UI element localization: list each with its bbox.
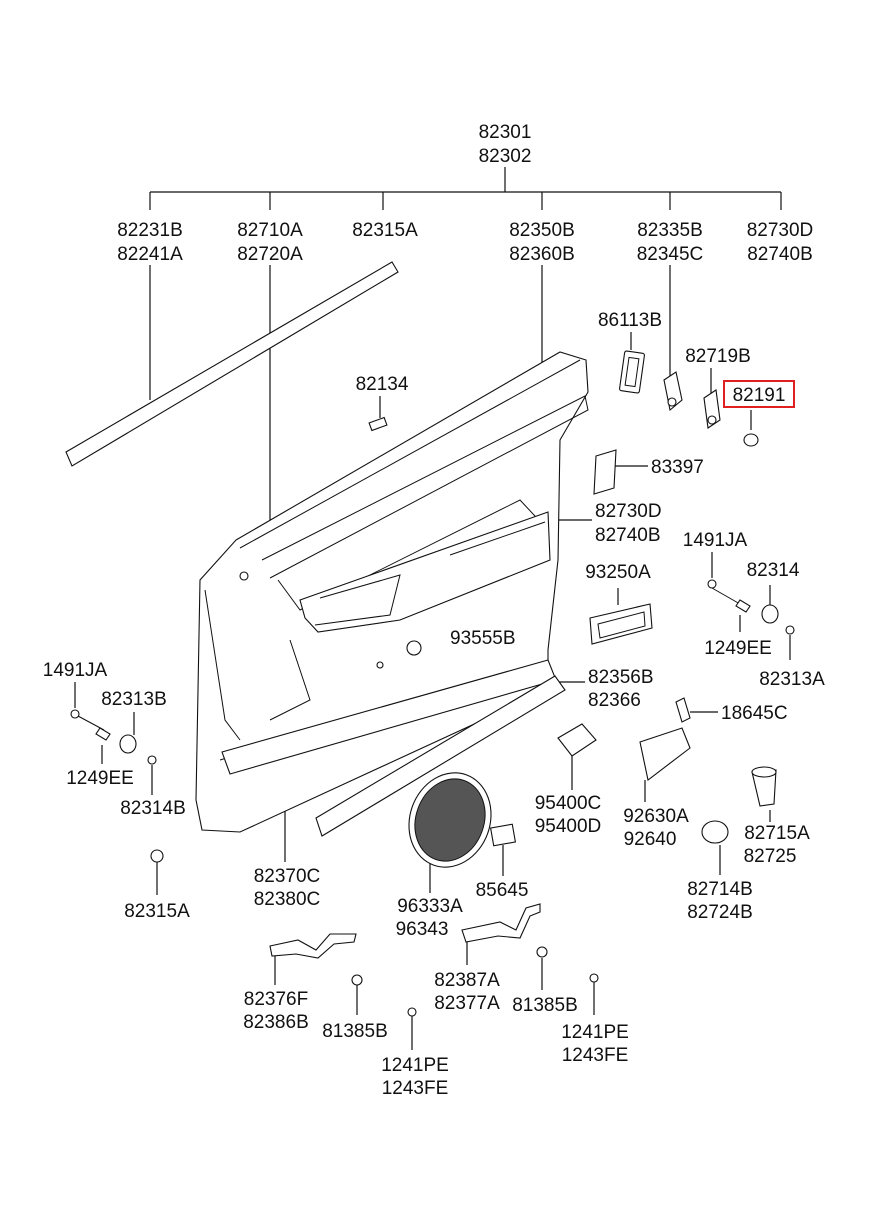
- part-label: 82719B: [685, 346, 751, 367]
- part-label: 82740B: [595, 525, 661, 546]
- door-trim-panel-drawing: [65, 261, 795, 1017]
- part-label: 95400D: [535, 816, 602, 837]
- part-label: 93250A: [585, 562, 651, 583]
- assembly-part-number: 82302: [479, 146, 532, 167]
- part-label: 82356B: [588, 667, 654, 688]
- part-label: 81385B: [322, 1021, 388, 1042]
- part-label: 82314: [747, 560, 800, 581]
- part-label: 82231B: [117, 220, 183, 241]
- part-label: 82387A: [434, 970, 500, 991]
- part-label: 82710A: [237, 220, 303, 241]
- part-label: 1491JA: [683, 530, 748, 551]
- highlight-box: [723, 380, 795, 408]
- patch-83397: [593, 449, 617, 495]
- part-label: 82725: [744, 846, 797, 867]
- part-label: 82386B: [243, 1012, 309, 1033]
- part-label: 82714B: [687, 879, 753, 900]
- part-label: 82730D: [747, 220, 814, 241]
- courtesy-lamp-lens: [639, 727, 691, 781]
- part-number-labels: 82301 82302 82231B 82241A 82710A 82720A …: [43, 122, 825, 1099]
- part-label: 81385B: [512, 995, 578, 1016]
- part-label: 82335B: [637, 220, 703, 241]
- part-label: 82360B: [509, 244, 575, 265]
- part-label: 82314B: [120, 798, 186, 819]
- part-label: 92640: [624, 829, 677, 850]
- part-label: 1249EE: [704, 638, 772, 659]
- part-label: 82377A: [434, 993, 500, 1014]
- highlighted-part-label: 82191: [733, 385, 786, 406]
- part-label: 82376F: [244, 989, 308, 1010]
- part-label: 82370C: [254, 866, 321, 887]
- part-label: 82380C: [254, 889, 321, 910]
- door-garnish-strip: [65, 261, 399, 467]
- part-label: 82313B: [101, 689, 167, 710]
- part-label: 1249EE: [66, 768, 134, 789]
- door-pocket-strip: [315, 675, 566, 837]
- part-label: 1491JA: [43, 660, 108, 681]
- part-label: 18645C: [721, 703, 788, 724]
- part-label: 82313A: [759, 669, 825, 690]
- part-label: 82366: [588, 690, 641, 711]
- part-label: 82715A: [744, 823, 810, 844]
- part-label: 86113B: [598, 310, 662, 331]
- part-label: 82345C: [637, 244, 704, 265]
- leader-lines: [74, 167, 791, 1050]
- part-label: 96333A: [397, 896, 463, 917]
- part-label: 1243FE: [562, 1045, 629, 1066]
- part-label: 82315A: [124, 901, 190, 922]
- part-label: 85645: [476, 880, 529, 901]
- part-label: 82315A: [352, 220, 418, 241]
- part-label: 82724B: [687, 902, 753, 923]
- part-label: 82241A: [117, 244, 183, 265]
- part-label: 82730D: [595, 501, 662, 522]
- part-label: 92630A: [623, 806, 689, 827]
- assembly-part-number: 82301: [479, 122, 532, 143]
- part-label: 1241PE: [561, 1022, 629, 1043]
- part-label: 96343: [396, 919, 449, 940]
- part-label: 1241PE: [381, 1055, 449, 1076]
- part-label: 1243FE: [382, 1078, 449, 1099]
- part-label: 82350B: [509, 220, 575, 241]
- part-label: 93555B: [450, 628, 516, 649]
- part-label: 83397: [651, 457, 704, 478]
- part-label: 82720A: [237, 244, 303, 265]
- part-label: 95400C: [535, 793, 602, 814]
- part-label: 82134: [356, 374, 409, 395]
- part-label: 82740B: [747, 244, 813, 265]
